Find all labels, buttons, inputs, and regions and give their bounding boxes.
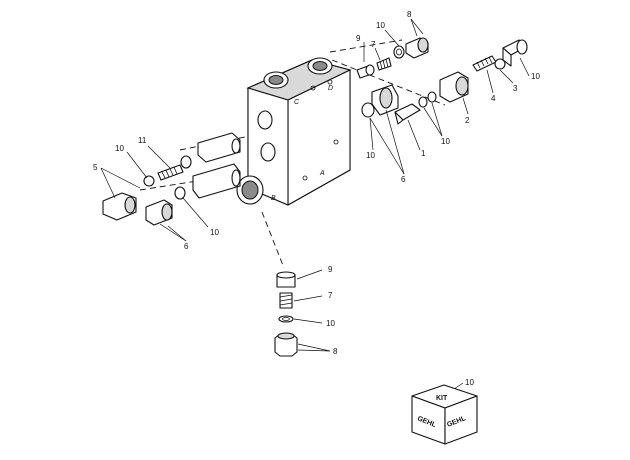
callout-1: 1: [421, 149, 426, 158]
callout-3: 3: [513, 84, 518, 93]
callout-4: 4: [491, 94, 496, 103]
callout-6-right: 6: [401, 175, 406, 184]
callout-10-right: 10: [441, 137, 450, 146]
callout-8-bottom: 8: [333, 347, 338, 356]
callout-10-mid: 10: [366, 151, 375, 160]
callout-7-bottom: 7: [328, 291, 333, 300]
kit-top-label: KIT: [436, 395, 448, 402]
callout-9-top: 9: [356, 34, 361, 43]
callout-9-bottom: 9: [328, 265, 333, 274]
callout-10-lower-left: 10: [210, 228, 219, 237]
left-spool-stack: [102, 132, 241, 226]
cap-and-spring-right: [472, 39, 528, 72]
callout-10-right-cap: 10: [531, 72, 540, 81]
callout-10-kit: 10: [465, 378, 474, 387]
relief-valve-stack: [361, 71, 469, 125]
port-letter-d: D: [328, 85, 333, 92]
leader-lines: [100, 18, 530, 394]
callout-6-left: 6: [184, 242, 189, 251]
callout-7-top: 7: [371, 40, 376, 49]
callout-10-top: 10: [376, 21, 385, 30]
callout-numbers: 9 7 10 8 10 3 4 2 10 1 10 6 11 10 5 10 6…: [93, 10, 540, 387]
callout-10-left: 10: [115, 144, 124, 153]
bottom-plug-stack: [274, 271, 298, 357]
kit-box: KIT GEHL GEHL: [411, 384, 478, 445]
callout-10-bottom: 10: [326, 319, 335, 328]
top-plug-stack: [356, 37, 429, 79]
callout-8-top: 8: [407, 10, 412, 19]
valve-body: C D B A: [236, 57, 352, 206]
callout-5: 5: [93, 163, 98, 172]
callout-2: 2: [465, 116, 470, 125]
callout-11: 11: [138, 136, 147, 145]
port-letter-a: A: [319, 170, 325, 177]
port-letter-c: C: [294, 99, 300, 106]
port-letter-b: B: [271, 195, 276, 202]
